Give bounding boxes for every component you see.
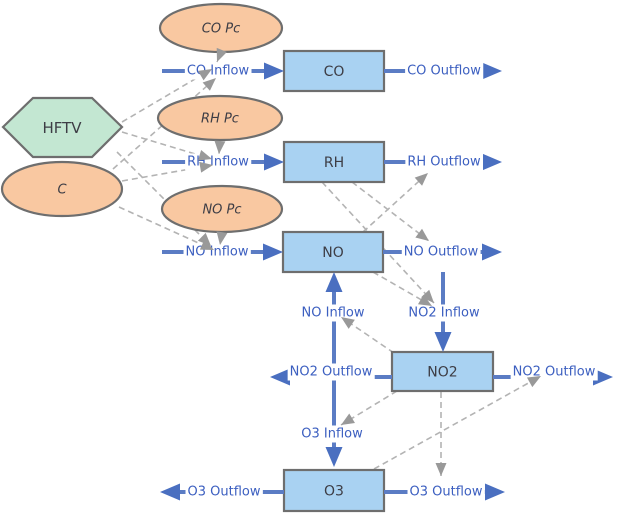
link-no2-to-no-inflow-vert-arrowhead-icon: [341, 317, 355, 329]
flow-label-group-co-inflow: CO Inflow: [184, 62, 252, 80]
flow-label-group-rh-inflow: RH Inflow: [185, 153, 252, 171]
flow-label-co-inflow[interactable]: CO Inflow: [187, 64, 250, 79]
variable-label-co-pc: CO Pc: [202, 22, 240, 37]
o3-outflow-left-arrowhead-icon[interactable]: [160, 483, 180, 501]
flow-label-bg-no2-outflow-left: [287, 363, 375, 381]
o3-outflow-right-arrowhead-icon[interactable]: [485, 483, 505, 501]
flow-label-bg-no2-inflow: [406, 304, 482, 322]
variable-no-pc[interactable]: [160, 184, 284, 234]
flow-label-group-no2-outflow-right: NO2 Outflow: [510, 363, 598, 381]
variable-label-rh-pc: RH Pc: [201, 112, 239, 127]
no2-outflow-left-arrowhead-icon[interactable]: [270, 368, 290, 386]
stock-label-rh: RH: [324, 155, 344, 171]
flow-label-bg-co-outflow: [405, 62, 484, 80]
link-hftv-to-co-inflow[interactable]: [121, 68, 213, 123]
link-c-to-rh-inflow-arrowhead-icon: [199, 161, 213, 173]
flow-label-group-o3-outflow-left: O3 Outflow: [185, 483, 263, 501]
link-no-to-rh-outflow[interactable]: [362, 172, 429, 233]
converter-label-hftv: HFTV: [42, 119, 82, 137]
flow-label-bg-no-inflow-vert: [299, 304, 367, 322]
flow-label-rh-outflow[interactable]: RH Outflow: [407, 155, 481, 170]
flow-label-no2-outflow-right[interactable]: NO2 Outflow: [513, 365, 596, 380]
link-o3-to-no2-outflow-right[interactable]: [373, 375, 542, 470]
link-c-to-co-inflow-arrowhead-icon: [202, 78, 216, 91]
flow-label-o3-outflow-right[interactable]: O3 Outflow: [410, 485, 483, 500]
link-no2-to-o3-outflow-right-arrowhead-icon: [435, 463, 447, 476]
flow-label-group-no-inflow: NO Inflow: [183, 243, 251, 261]
link-co-pc-to-co-inflow-arrowhead-icon: [216, 47, 227, 62]
variable-label-c: C: [57, 183, 67, 198]
link-rh-pc-to-rh-inflow-arrowhead-icon: [214, 140, 226, 154]
flow-label-group-no2-inflow: NO2 Inflow: [406, 304, 482, 322]
flow-label-group-co-outflow: CO Outflow: [405, 62, 484, 80]
flow-label-bg-rh-outflow: [405, 153, 484, 171]
variable-rh-pc[interactable]: [156, 94, 284, 142]
converter-hftv[interactable]: [1, 96, 124, 159]
flow-label-group-no-outflow: NO Outflow: [401, 243, 481, 261]
variable-label-no-pc: NO Pc: [202, 203, 241, 218]
flow-label-bg-o3-outflow-left: [185, 483, 263, 501]
stock-label-o3: O3: [324, 484, 344, 500]
link-hftv-to-rh-inflow-arrowhead-icon: [197, 149, 212, 161]
flow-label-no2-outflow-left[interactable]: NO2 Outflow: [290, 365, 373, 380]
flow-label-o3-outflow-left[interactable]: O3 Outflow: [188, 485, 261, 500]
stock-no2[interactable]: [390, 350, 495, 393]
flow-label-rh-inflow[interactable]: RH Inflow: [187, 155, 249, 170]
no2-inflow-arrowhead-icon[interactable]: [434, 332, 452, 352]
no2-outflow-right-arrowhead-icon[interactable]: [593, 368, 613, 386]
no-outflow-arrowhead-icon[interactable]: [482, 243, 502, 261]
link-hftv-to-no-inflow-arrowhead-icon: [197, 232, 211, 246]
flow-label-group-rh-outflow: RH Outflow: [405, 153, 484, 171]
flow-label-no-inflow[interactable]: NO Inflow: [186, 245, 249, 260]
link-no-to-rh-outflow-arrowhead-icon: [414, 173, 428, 186]
flow-label-group-no-inflow-vert: NO Inflow: [299, 304, 367, 322]
co-inflow-arrowhead-icon[interactable]: [264, 62, 284, 80]
flow-label-no-inflow-vert[interactable]: NO Inflow: [302, 306, 365, 321]
flow-label-bg-no-inflow: [183, 243, 251, 261]
link-arrowheads-layer: [197, 47, 541, 476]
flow-label-bg-o3-outflow-right: [407, 483, 485, 501]
link-no2-to-o3-inflow-arrowhead-icon: [341, 413, 355, 425]
link-c-to-no-inflow[interactable]: [118, 206, 215, 251]
flow-label-group-o3-inflow: O3 Inflow: [299, 425, 366, 443]
link-rh-to-no-outflow[interactable]: [351, 181, 430, 242]
flow-label-co-outflow[interactable]: CO Outflow: [407, 64, 481, 79]
flow-label-group-o3-outflow-right: O3 Outflow: [407, 483, 485, 501]
link-c-to-no-inflow-arrowhead-icon: [199, 239, 214, 250]
flow-labels-layer: CO Inflow CO Outflow RH Inflow RH OutflowNO…: [183, 62, 598, 501]
link-hftv-to-co-inflow-arrowhead-icon: [198, 69, 212, 81]
o3-inflow-arrowhead-icon[interactable]: [325, 447, 343, 467]
link-o3-to-no2-outflow-right-arrowhead-icon: [526, 376, 541, 388]
link-c-to-rh-inflow[interactable]: [121, 164, 214, 182]
flow-label-bg-no2-outflow-right: [510, 363, 598, 381]
link-no-to-no2-inflow[interactable]: [372, 271, 433, 307]
no-inflow-vert-arrowhead-icon[interactable]: [325, 272, 343, 292]
no-inflow-arrowhead-icon[interactable]: [263, 243, 283, 261]
co-outflow-arrowhead-icon[interactable]: [482, 62, 502, 80]
link-no-to-no2-inflow-arrowhead-icon: [417, 294, 432, 306]
rh-inflow-arrowhead-icon[interactable]: [264, 153, 284, 171]
link-hftv-to-rh-inflow[interactable]: [121, 131, 213, 160]
link-rh-to-no-outflow-arrowhead-icon: [415, 228, 429, 241]
stock-label-no: NO: [322, 245, 344, 261]
flow-label-bg-o3-inflow: [299, 425, 366, 443]
variable-c[interactable]: [0, 160, 124, 218]
link-rh-to-no2-inflow-arrowhead-icon: [421, 289, 434, 303]
link-no-pc-to-no-inflow-arrowhead-icon: [216, 231, 228, 245]
link-c-to-co-inflow[interactable]: [112, 77, 217, 170]
flow-label-o3-inflow[interactable]: O3 Inflow: [301, 427, 363, 442]
rh-outflow-arrowhead-icon[interactable]: [482, 153, 502, 171]
flow-label-bg-no-outflow: [401, 243, 481, 261]
stock-label-no2: NO2: [427, 365, 457, 381]
flow-label-no2-inflow[interactable]: NO2 Inflow: [408, 306, 480, 321]
flow-label-group-no2-outflow-left: NO2 Outflow: [287, 363, 375, 381]
flow-label-no-outflow[interactable]: NO Outflow: [404, 245, 479, 260]
stock-label-co: CO: [324, 64, 345, 80]
